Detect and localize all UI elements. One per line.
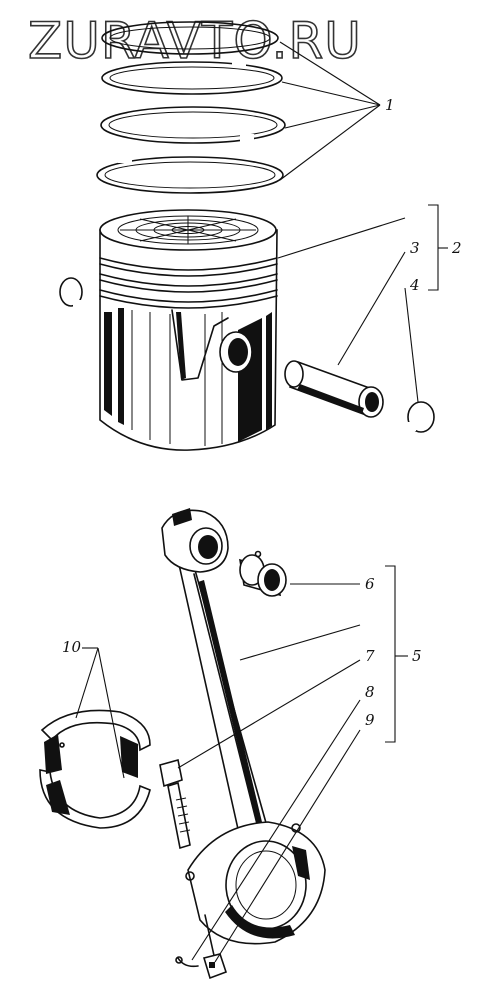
callout-10: 10 [62,638,82,656]
callout-5: 5 [412,647,422,665]
connecting-rod-bolt [159,758,191,850]
callout-numbers: 1 2 3 4 5 6 7 8 9 10 [62,96,462,729]
callout-9: 9 [365,711,375,729]
piston-ring-1 [101,21,279,55]
callout-4: 4 [409,276,420,294]
piston-pin [284,360,384,418]
group-brackets [385,204,448,743]
leader-lines [75,41,419,963]
piston-crown-pattern [117,215,259,245]
piston-ring-grooves [99,257,278,309]
piston-rings [96,21,286,194]
piston [99,209,278,451]
pin-retaining-ring-left [59,277,83,308]
small-end-bushing [239,550,287,597]
piston-ring-3 [100,106,286,146]
bearing-shells [39,709,151,829]
callout-2: 2 [451,239,462,257]
callout-7: 7 [365,647,375,665]
pin-retaining-ring-right [407,401,435,433]
piston-ring-2 [101,60,283,95]
piston-ring-4 [96,155,284,194]
cotter-pin [175,956,199,968]
castle-nut [202,953,228,980]
callout-1: 1 [385,96,395,114]
callout-8: 8 [365,683,375,701]
callout-6: 6 [365,575,375,593]
callout-3: 3 [410,239,420,257]
